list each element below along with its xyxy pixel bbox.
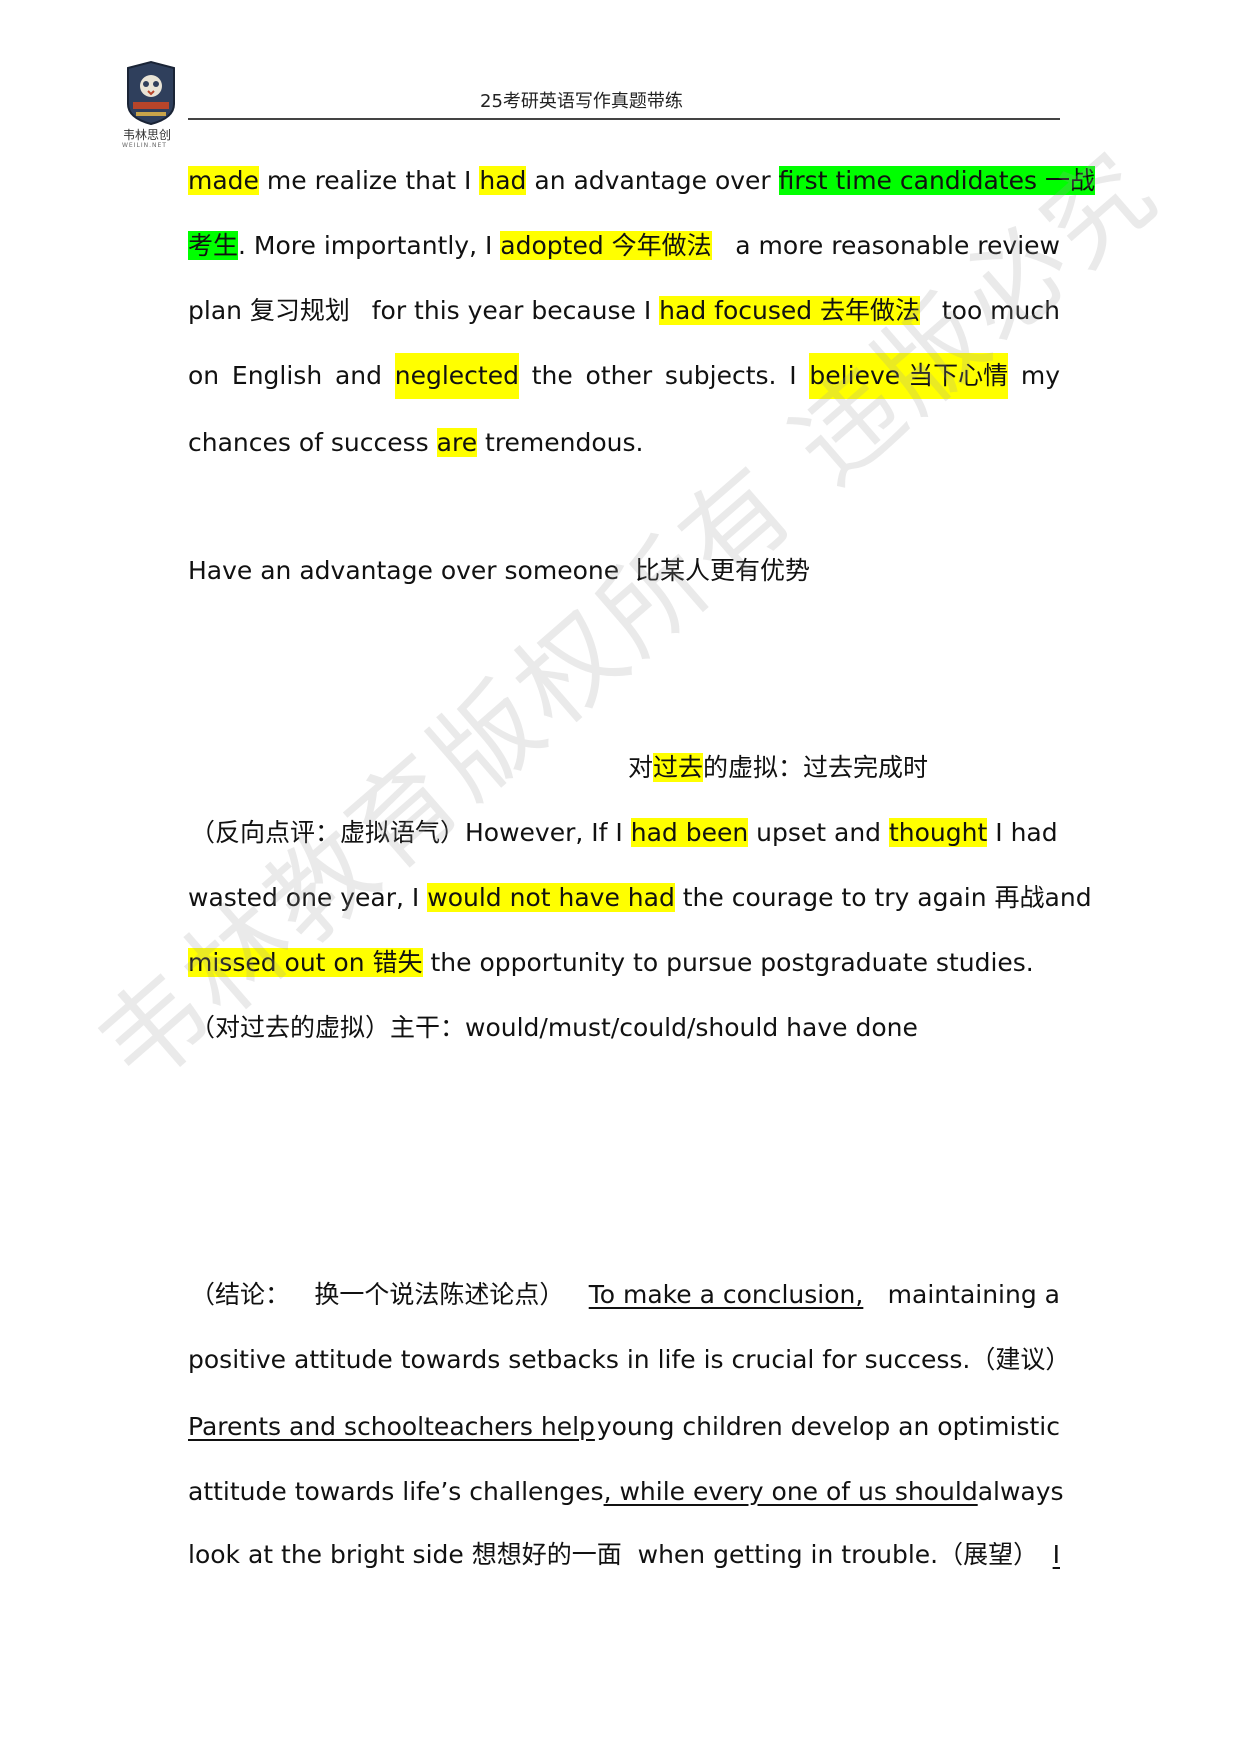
text-span: always [977, 1477, 1064, 1506]
phrase-note: Have an advantage over someone 比某人更有优势 [188, 556, 810, 585]
p1-line-4: on English and neglected the other subje… [188, 353, 1060, 399]
p1-line-3: plan 复习规划 for this year because I had fo… [188, 288, 1060, 334]
word: other [585, 361, 653, 390]
text-span: for this year because I [371, 296, 660, 325]
highlight-verb: thought [888, 818, 988, 847]
highlight-verb: neglected [394, 353, 519, 399]
highlight-verb: missed out on 错失 [188, 948, 423, 977]
header-title: 25考研英语写作真题带练 [480, 91, 683, 112]
text-span: an advantage over [526, 166, 779, 195]
text-span: 对 [628, 753, 654, 782]
highlight-verb: are [436, 428, 478, 457]
text-span: attitude towards life’s challenges [188, 1477, 604, 1506]
logo-icon [127, 60, 175, 126]
text-span: （反向点评：虚拟语气）However, If I [190, 818, 631, 847]
text-span: too much [941, 296, 1060, 325]
text-span: plan 复习规划 [188, 296, 350, 325]
text-span: the opportunity to pursue postgraduate s… [422, 948, 1034, 977]
word: English [231, 361, 323, 390]
text-span: 换一个说法陈述论点） [314, 1280, 565, 1309]
p3-line-2: positive attitude towards setbacks in li… [188, 1337, 1070, 1383]
text-span: 的虚拟：过去完成时 [703, 753, 929, 782]
text-span: wasted one year, I [188, 883, 428, 912]
highlight-verb: adopted 今年做法 [500, 231, 712, 260]
word: subjects. [664, 361, 777, 390]
text-span: young children develop an optimistic [596, 1412, 1060, 1441]
text-span: positive attitude towards setbacks in li… [188, 1345, 971, 1374]
text-span: . More importantly, I [238, 231, 501, 260]
text-span: chances of success [188, 428, 437, 457]
p2-line-3: missed out on 错失 the opportunity to purs… [188, 940, 1060, 986]
highlight-verb: would not have had [427, 883, 675, 912]
text-span: （建议） [970, 1345, 1071, 1374]
p1-line-5: chances of success are tremendous. [188, 420, 1060, 466]
word: on [188, 361, 220, 390]
highlight-word: 过去 [653, 753, 704, 782]
text-span: look at the bright side 想想好的一面 when gett… [188, 1540, 1039, 1569]
text-span: tremendous. [477, 428, 644, 457]
text-span: upset and [748, 818, 889, 847]
word: my [1020, 361, 1060, 390]
word: I [789, 361, 797, 390]
word: and [334, 361, 382, 390]
subjunctive-note: 对过去的虚拟：过去完成时 [628, 745, 1028, 791]
highlight-verb: had been [630, 818, 749, 847]
text-span: （结论： [190, 1280, 291, 1309]
p2-line-2: wasted one year, I would not have had th… [188, 875, 1092, 921]
highlight-verb: believe 当下心情 [809, 353, 1009, 399]
text-span: the courage to try again 再战 [674, 883, 1045, 912]
highlight-verb: made [188, 166, 259, 195]
p2-line-4: （对过去的虚拟）主干：would/must/could/should have … [190, 1013, 918, 1042]
p3-line-3: Parents and schoolteachers help young ch… [188, 1404, 1060, 1450]
text-span: maintaining a [887, 1280, 1060, 1309]
p1-line-1: made me realize that I had an advantage … [188, 158, 1095, 204]
p3-line-4: attitude towards life’s challenges , whi… [188, 1469, 1064, 1515]
logo-text: 韦林思创 [123, 128, 172, 142]
header-divider [188, 118, 1060, 120]
p2-line-1: （反向点评：虚拟语气）However, If I had been upset … [190, 810, 1062, 856]
p3-line-1: （结论： 换一个说法陈述论点） To make a conclusion, ma… [190, 1272, 1060, 1318]
text-span: me realize that I [258, 166, 480, 195]
p3-line-5: look at the bright side 想想好的一面 when gett… [188, 1532, 1060, 1578]
underlined-phrase: , while every one of us should [603, 1477, 978, 1506]
highlight-phrase: 考生 [188, 231, 239, 260]
text-span: a more reasonable review [735, 231, 1060, 260]
underlined-phrase: I [1052, 1540, 1060, 1569]
text-span: and [1044, 883, 1092, 912]
underlined-phrase: Parents and schoolteachers help [188, 1412, 595, 1441]
underlined-phrase: To make a conclusion, [588, 1280, 864, 1309]
highlight-phrase: first time candidates 一战 [778, 166, 1095, 195]
highlight-verb: had [479, 166, 527, 195]
logo-subtext: WEILIN.NET [122, 142, 167, 149]
word: the [531, 361, 573, 390]
p1-line-2: 考生. More importantly, I adopted 今年做法 a m… [188, 223, 1060, 269]
highlight-verb: had focused 去年做法 [659, 296, 921, 325]
text-span: I had [987, 818, 1058, 847]
